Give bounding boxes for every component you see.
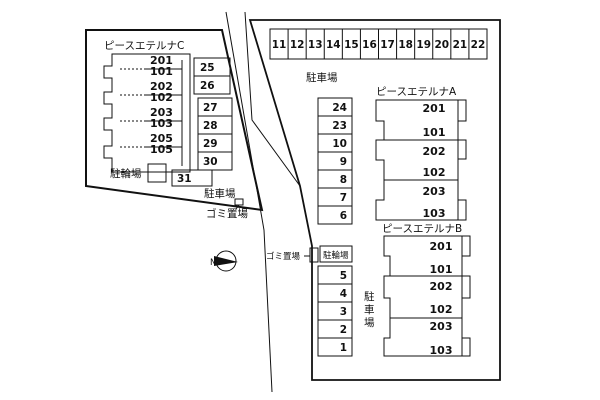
unit-a-101: 101 (423, 126, 446, 139)
unit-c-202: 202 (150, 80, 173, 93)
building-c-outline (103, 53, 191, 173)
road-line-right (244, 11, 301, 187)
trash-area-c: ゴミ置場 (206, 198, 248, 220)
trash-ab-box (309, 247, 319, 263)
unit-a-202: 202 (423, 145, 446, 158)
parking-stall-1: 1 (340, 342, 347, 354)
unit-c-105: 105 (150, 143, 173, 156)
parking-stall-31-frame (171, 169, 213, 187)
parking-stall-19: 19 (416, 39, 431, 51)
unit-a-102: 102 (423, 166, 446, 179)
unit-b-202: 202 (430, 280, 453, 293)
parking-stall-16: 16 (362, 39, 377, 51)
parking-label-b: 駐車場 (364, 290, 375, 329)
building-a-body (375, 99, 459, 221)
unit-c-102: 102 (150, 91, 173, 104)
parking-label-c: 駐車場 (204, 187, 236, 200)
building-b-name: ピースエテルナB (382, 223, 462, 235)
unit-b-101: 101 (430, 263, 453, 276)
building-b-body (383, 235, 463, 357)
parking-stall-2: 2 (340, 324, 347, 336)
parking-stall-12: 12 (290, 39, 305, 51)
parking-stall-18: 18 (398, 39, 413, 51)
trash-c-box (234, 198, 244, 206)
parking-column-lower-frame (317, 265, 353, 357)
parking-stall-26: 26 (200, 80, 215, 92)
parking-stall-21: 21 (453, 39, 468, 51)
parking-stall-29: 29 (203, 138, 218, 150)
parking-c-upper: 25 26 (193, 57, 231, 95)
parking-stall-27: 27 (203, 102, 218, 114)
parking-stall-11: 11 (272, 39, 287, 51)
parking-stall-9: 9 (340, 156, 347, 168)
parking-stall-28: 28 (203, 120, 218, 132)
unit-a-203: 203 (423, 185, 446, 198)
parking-c-lower: 27 28 29 30 (197, 97, 233, 171)
parking-stall-7: 7 (340, 192, 347, 204)
parking-label-a: 駐車場 (306, 71, 338, 84)
parking-stall-8: 8 (340, 174, 347, 186)
parking-column-lower: 5 4 3 2 1 (317, 265, 353, 357)
parking-stall-31: 31 (177, 173, 192, 185)
unit-b-201: 201 (430, 240, 453, 253)
parking-c-31: 31 (171, 169, 213, 187)
parking-stall-10: 10 (332, 138, 347, 150)
parking-stall-6: 6 (340, 210, 347, 222)
unit-b-103: 103 (430, 344, 453, 357)
building-a-outline (384, 99, 467, 221)
unit-c-101: 101 (150, 65, 173, 78)
parking-stall-20: 20 (434, 39, 449, 51)
unit-c-103: 103 (150, 117, 173, 130)
parking-stall-5: 5 (340, 270, 347, 282)
unit-a-201: 201 (423, 102, 446, 115)
parking-column-mid-frame (317, 97, 353, 225)
svg-text:N: N (210, 258, 216, 268)
unit-c-201: 201 (150, 54, 173, 67)
parking-stall-4: 4 (340, 288, 347, 300)
parking-stall-30: 30 (203, 156, 218, 168)
building-c-name: ピースエテルナC (104, 40, 184, 52)
bike-parking-c-label: 駐輪場 (110, 167, 142, 180)
parking-stall-15: 15 (344, 39, 359, 51)
unit-a-103: 103 (423, 207, 446, 220)
parking-column-mid: 駐車場 24 23 10 9 8 7 6 (306, 71, 353, 225)
parking-stall-14: 14 (326, 39, 341, 51)
parking-stall-13: 13 (308, 39, 323, 51)
building-b: ピースエテルナB 201 101 202 102 203 103 (382, 223, 471, 357)
bike-parking-c-box (147, 163, 167, 183)
building-a: ピースエテルナA 201 101 202 102 203 103 (375, 86, 467, 221)
trash-area-ab: ゴミ置場 (266, 247, 319, 263)
building-a-name: ピースエテルナA (376, 86, 457, 98)
building-b-outline (462, 235, 471, 357)
parking-stall-22: 22 (471, 39, 486, 51)
unit-b-203: 203 (430, 320, 453, 333)
bike-parking-ab-label: 駐輪場 (323, 250, 349, 261)
bike-parking-ab-box (319, 245, 353, 263)
trash-c-leader (235, 204, 240, 210)
parking-stall-17: 17 (380, 39, 395, 51)
parking-stall-25: 25 (200, 62, 215, 74)
unit-c-205: 205 (150, 132, 173, 145)
north-arrow-icon: N (210, 250, 238, 272)
lot-c-outline (85, 29, 264, 212)
parking-stall-24: 24 (332, 102, 347, 114)
unit-c-203: 203 (150, 106, 173, 119)
bike-parking-c: 駐輪場 (110, 163, 167, 183)
bike-parking-ab: 駐輪場 (319, 245, 353, 263)
parking-stall-23: 23 (332, 120, 347, 132)
trash-ab-label: ゴミ置場 (266, 251, 301, 262)
parking-stall-3: 3 (340, 306, 347, 318)
trash-c-label: ゴミ置場 (206, 207, 248, 220)
road-line-left (225, 11, 273, 393)
unit-b-102: 102 (430, 303, 453, 316)
